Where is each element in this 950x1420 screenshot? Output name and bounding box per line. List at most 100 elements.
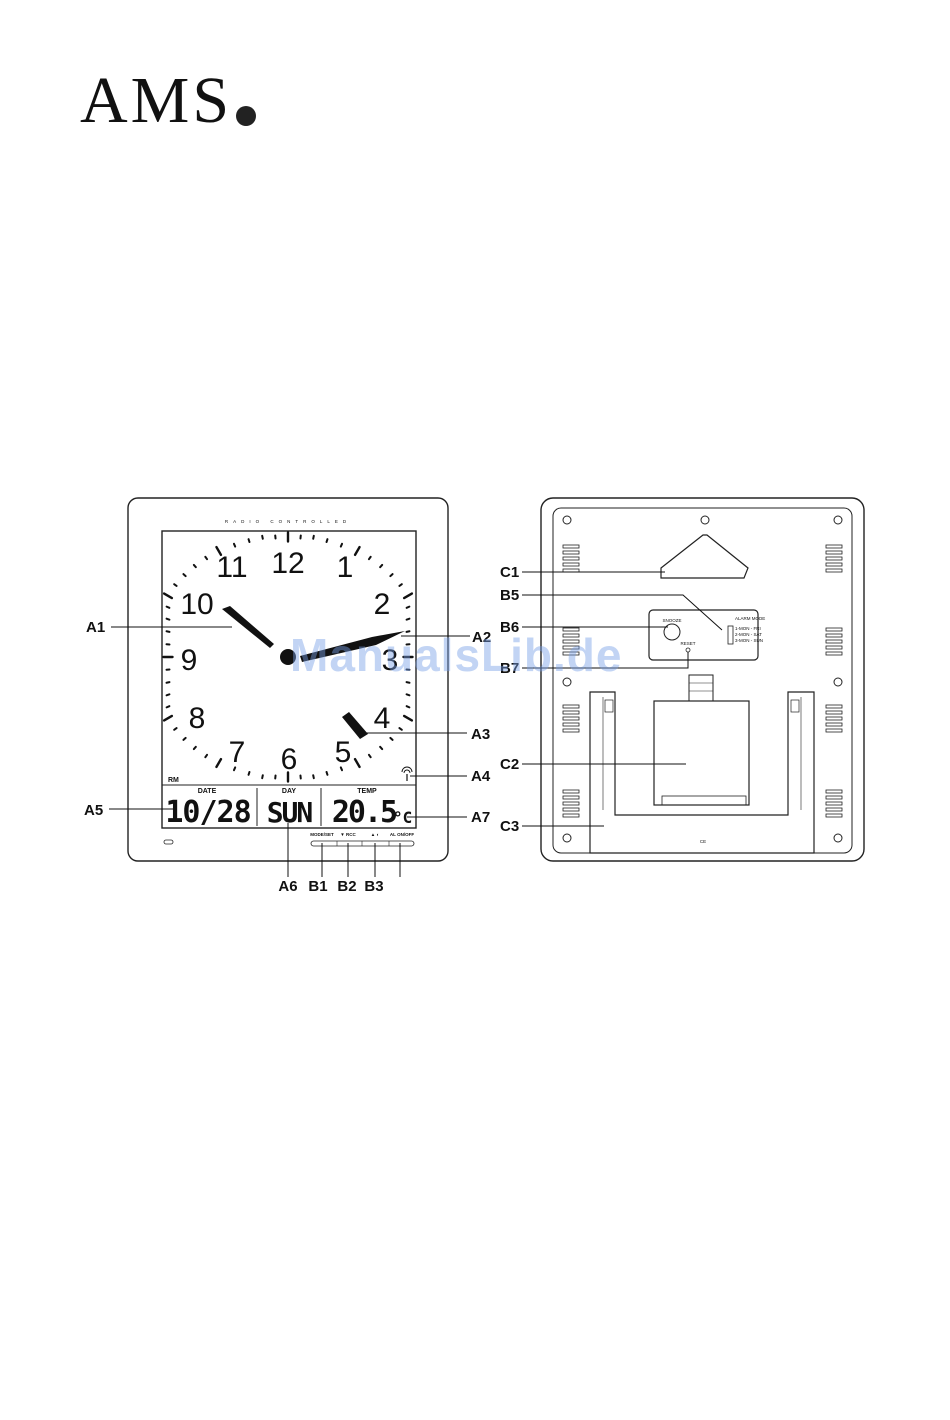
vent-slot	[563, 563, 579, 566]
alarm-mode-3: 3-MON - SUN	[735, 638, 763, 643]
vent-slot	[826, 711, 842, 714]
callout-c1: C1	[500, 564, 519, 581]
minute-tick	[380, 747, 382, 749]
vent-slot	[826, 646, 842, 649]
minute-tick	[174, 584, 176, 586]
vent-slot	[563, 711, 579, 714]
callout-a6: A6	[278, 878, 297, 895]
dial-number-11: 11	[216, 551, 247, 584]
minute-tick	[313, 775, 314, 778]
minute-tick	[167, 607, 170, 608]
minute-tick	[369, 557, 371, 559]
minute-tick	[399, 728, 401, 730]
reset-button	[686, 648, 690, 652]
minute-tick	[234, 544, 235, 547]
vent-slot	[826, 557, 842, 560]
minute-tick	[390, 738, 392, 740]
dial-number-10: 10	[180, 588, 213, 621]
vent-slot	[826, 814, 842, 817]
callout-a3: A3	[471, 726, 490, 743]
vent-slot	[826, 717, 842, 720]
vent-slot	[826, 563, 842, 566]
dial-number-6: 6	[281, 743, 298, 776]
hour-tick	[355, 759, 360, 767]
button-label-alarm: AL ON/OFF	[390, 832, 414, 837]
reset-label: RESET	[680, 641, 695, 646]
minute-tick	[407, 706, 410, 707]
minute-tick	[327, 772, 328, 775]
minute-tick	[262, 536, 263, 539]
temp-value: 20.5	[332, 795, 397, 830]
second-hand	[342, 712, 368, 739]
date-value: 10/28	[165, 795, 250, 830]
minute-tick	[194, 565, 196, 567]
minute-tick	[167, 682, 170, 683]
vent-slot	[826, 640, 842, 643]
stand	[590, 692, 814, 853]
callout-b1: B1	[308, 878, 327, 895]
minute-tick	[262, 775, 263, 778]
dial-number-5: 5	[335, 736, 352, 769]
date-label: DATE	[198, 788, 217, 795]
button-label-mode-set: MODE/SET	[310, 832, 334, 837]
vent-slot	[563, 551, 579, 554]
minute-tick	[205, 755, 207, 757]
minute-tick	[327, 539, 328, 542]
dial-number-9: 9	[181, 644, 198, 677]
dial-number-12: 12	[271, 547, 304, 580]
temp-label: TEMP	[357, 788, 377, 795]
minute-tick	[205, 557, 207, 559]
vent-slot	[826, 628, 842, 631]
minute-tick	[407, 607, 410, 608]
radio-signal-icon	[402, 767, 412, 781]
minute-tick	[183, 738, 185, 740]
minute-tick	[407, 694, 410, 695]
vent-slot	[563, 557, 579, 560]
day-value: SUN	[267, 796, 313, 829]
minute-tick	[194, 747, 196, 749]
watermark: ManualsLib.de	[290, 628, 622, 682]
callout-b3: B3	[364, 878, 383, 895]
vent-slot	[563, 790, 579, 793]
sensor-slot	[164, 840, 173, 844]
minute-tick	[167, 694, 170, 695]
minute-tick	[167, 631, 170, 632]
minute-tick	[399, 584, 401, 586]
vent-slot	[826, 705, 842, 708]
callout-c2: C2	[500, 756, 519, 773]
minute-tick	[369, 755, 371, 757]
vent-slot	[826, 545, 842, 548]
vent-slot	[563, 814, 579, 817]
vent-slot	[826, 634, 842, 637]
callout-a1: A1	[86, 619, 105, 636]
callout-a4: A4	[471, 768, 491, 785]
hour-tick	[404, 594, 412, 599]
dial-number-1: 1	[337, 551, 354, 584]
vent-slot	[826, 802, 842, 805]
radio-controlled-header: RADIO CONTROLLED	[225, 519, 351, 524]
snooze-label: SNOOZE	[662, 618, 681, 623]
minute-tick	[183, 574, 185, 576]
vent-slot	[563, 545, 579, 548]
vent-slot	[563, 808, 579, 811]
hour-tick	[216, 759, 221, 767]
dial-number-8: 8	[189, 702, 206, 735]
snooze-button	[664, 624, 680, 640]
alarm-mode-1: 1-MON - FRI	[735, 626, 761, 631]
minute-tick	[390, 574, 392, 576]
callout-a5: A5	[84, 802, 103, 819]
vent-slot	[826, 652, 842, 655]
battery-latch	[662, 796, 746, 805]
vent-slot	[826, 796, 842, 799]
alarm-mode-2: 2-MON - SAT	[735, 632, 762, 637]
dial-number-2: 2	[374, 588, 391, 621]
vent-slot	[826, 551, 842, 554]
callout-b5: B5	[500, 587, 519, 604]
alarm-mode-label: ALARM MODE	[735, 616, 765, 621]
vent-slot	[826, 790, 842, 793]
vent-slot	[563, 723, 579, 726]
minute-tick	[407, 619, 410, 620]
vent-slot	[826, 569, 842, 572]
vent-slot	[563, 729, 579, 732]
